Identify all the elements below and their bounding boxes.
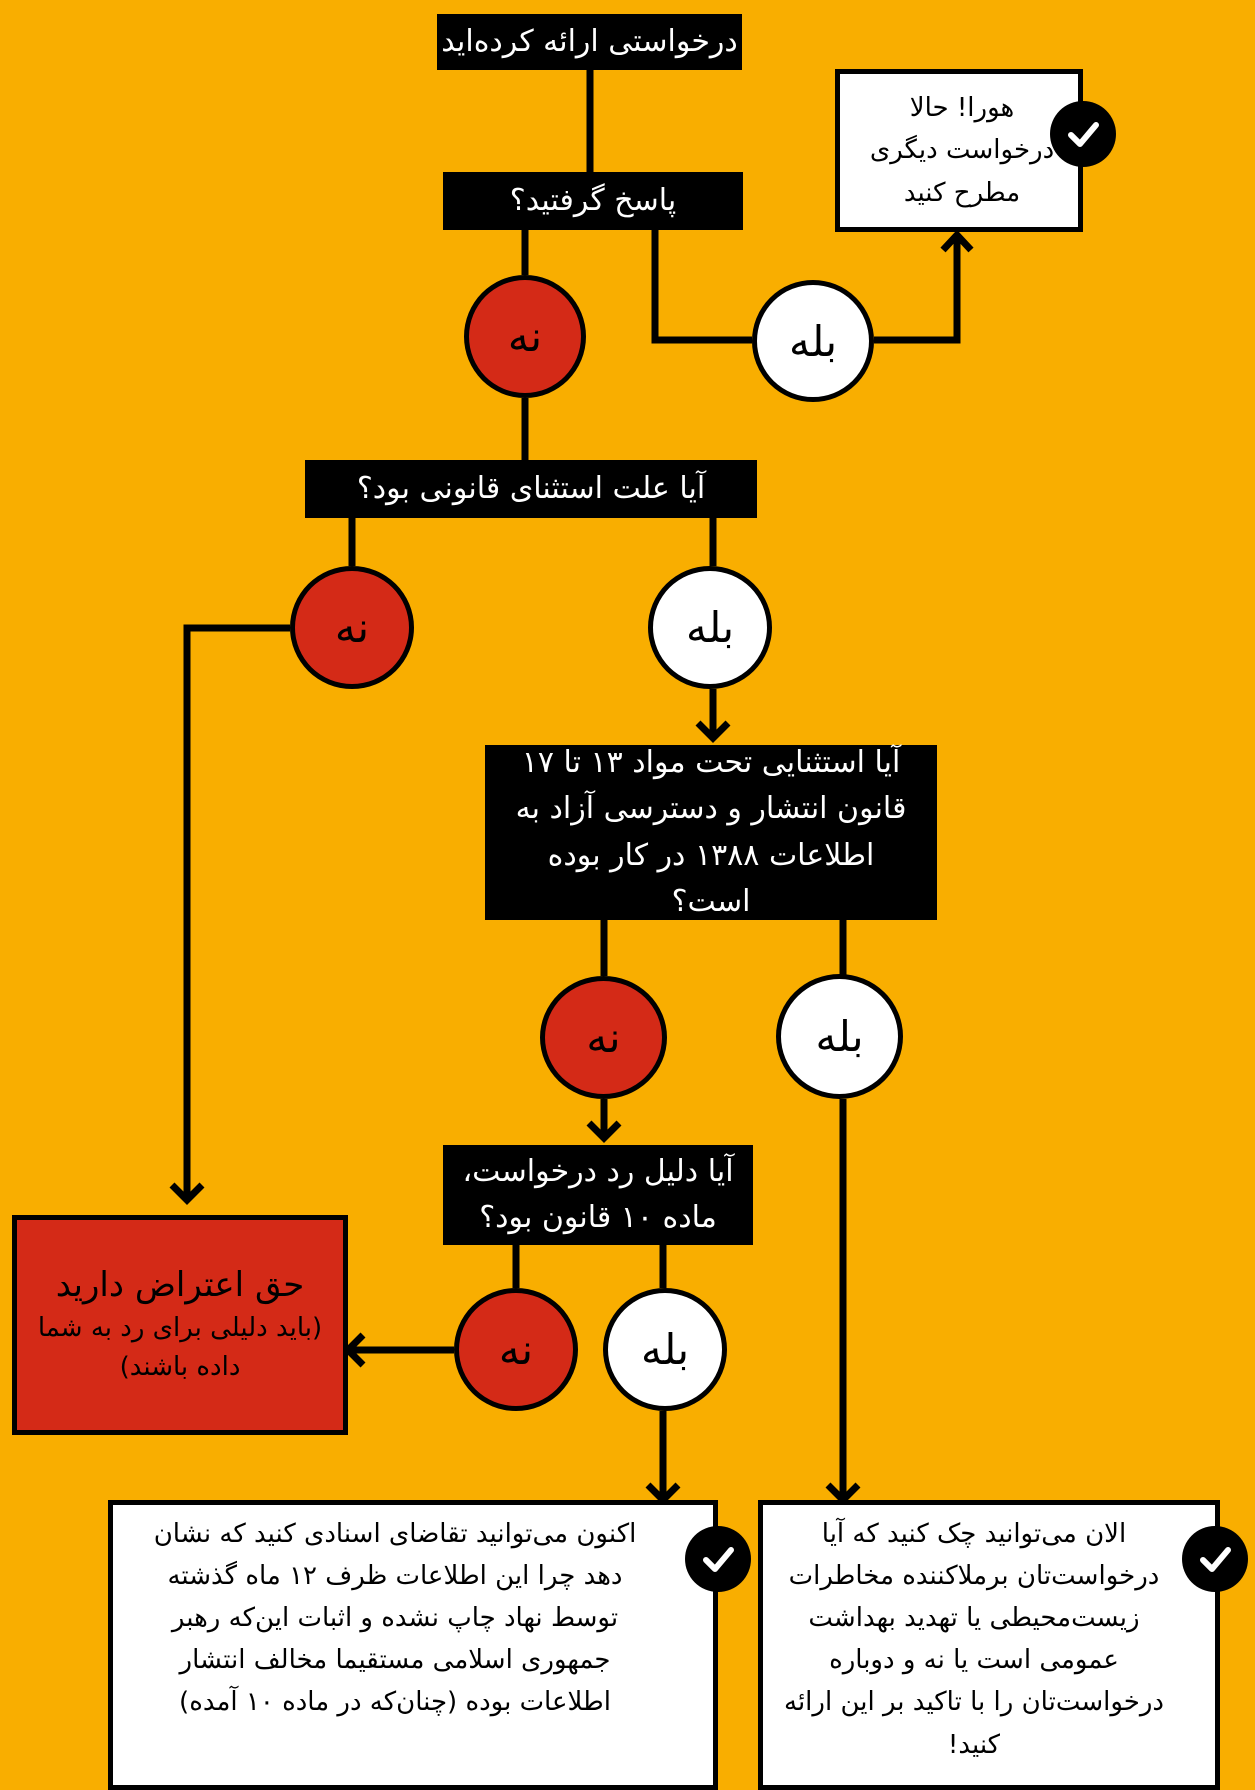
hooray-box: هورا! حالا درخواست دیگری مطرح کنید xyxy=(835,69,1083,232)
no-label: نه xyxy=(507,312,543,361)
documents-outcome-label: اکنون می‌توانید تقاضای اسنادی کنید که نش… xyxy=(153,1519,637,1718)
no-circle-response: نه xyxy=(464,275,586,398)
yes-circle-articles: بله xyxy=(776,974,903,1099)
environment-outcome-box: الان می‌توانید چک کنید که آیا درخواست‌تا… xyxy=(758,1500,1220,1790)
no-label: نه xyxy=(586,1013,621,1062)
hooray-label: هورا! حالا درخواست دیگری مطرح کنید xyxy=(869,93,1055,208)
articles-question: آیا استثنایی تحت مواد ۱۳ تا ۱۷ قانون انت… xyxy=(485,745,937,920)
check-icon xyxy=(1182,1526,1248,1592)
yes-circle-article10: بله xyxy=(603,1288,727,1411)
articles-question-label: آیا استثنایی تحت مواد ۱۳ تا ۱۷ قانون انت… xyxy=(515,744,907,920)
appeal-box: حق اعتراض دارید (باید دلیلی برای رد به ش… xyxy=(12,1215,348,1435)
no-circle-articles: نه xyxy=(540,976,667,1099)
start-label: درخواستی ارائه کرده‌اید xyxy=(441,23,738,59)
response-question-label: پاسخ گرفتید؟ xyxy=(509,182,677,218)
no-label: نه xyxy=(498,1325,534,1374)
appeal-title: حق اعتراض دارید xyxy=(55,1265,305,1306)
appeal-note: (باید دلیلی برای رد به شما داده باشند) xyxy=(37,1312,323,1382)
legal-exception-question: آیا علت استثنای قانونی بود؟ xyxy=(305,460,757,518)
yes-circle-exception: بله xyxy=(648,566,772,689)
start-node: درخواستی ارائه کرده‌اید xyxy=(437,14,742,70)
yes-label: بله xyxy=(815,1012,864,1061)
no-label: نه xyxy=(334,603,370,652)
legal-exception-label: آیا علت استثنای قانونی بود؟ xyxy=(356,470,706,506)
response-question: پاسخ گرفتید؟ xyxy=(443,172,743,230)
check-icon xyxy=(685,1526,751,1592)
article10-question: آیا دلیل رد درخواست، ماده ۱۰ قانون بود؟ xyxy=(443,1145,753,1245)
yes-label: بله xyxy=(685,603,735,652)
yes-circle-response: بله xyxy=(752,280,874,402)
documents-outcome-box: اکنون می‌توانید تقاضای اسنادی کنید که نش… xyxy=(108,1500,718,1790)
environment-outcome-label: الان می‌توانید چک کنید که آیا درخواست‌تا… xyxy=(784,1519,1164,1760)
no-circle-exception: نه xyxy=(290,566,414,689)
check-icon xyxy=(1050,101,1116,167)
yes-label: بله xyxy=(640,1325,690,1374)
yes-label: بله xyxy=(788,316,838,366)
article10-question-label: آیا دلیل رد درخواست، ماده ۱۰ قانون بود؟ xyxy=(462,1153,734,1236)
no-circle-article10: نه xyxy=(454,1288,578,1411)
